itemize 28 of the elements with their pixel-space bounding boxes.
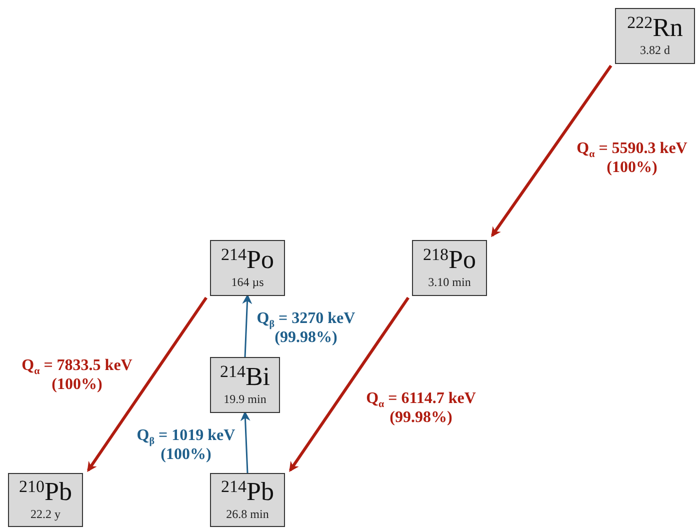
arrow [491, 64, 612, 238]
half-life: 22.2 y [30, 506, 60, 522]
half-life: 3.82 d [640, 42, 670, 58]
edge-label: Q$_{α}$ = 7833.5 keV (100%) [20, 356, 134, 394]
half-life: 26.8 min [226, 506, 269, 522]
arrow [289, 296, 410, 472]
edge-label: Q$_{β}$ = 1019 keV (100%) [136, 426, 236, 464]
arrow [242, 294, 252, 358]
edge-label: Q$_{α}$ = 6114.7 keV (99.98%) [365, 389, 477, 427]
nuclide-symbol: $^{222}$Rn [627, 14, 683, 42]
nuclide-symbol: $^{214}$Pb [221, 478, 274, 506]
half-life: 3.10 min [428, 274, 471, 290]
nuclide-box [8, 473, 83, 527]
half-life: 164 µs [231, 274, 264, 290]
nuclide-box [210, 240, 285, 296]
edge-label: Q$_{β}$ = 3270 keV (99.98%) [256, 309, 356, 347]
nuclide-symbol: $^{214}$Bi [220, 363, 270, 391]
nuclide-box [615, 8, 695, 64]
nuclide-box [412, 240, 487, 296]
arrow [87, 296, 208, 472]
nuclide-box [210, 473, 285, 527]
edge-label: Q$_{α}$ = 5590.3 keV (100%) [576, 139, 688, 177]
nuclide-box [210, 357, 280, 413]
nuclide-symbol: $^{214}$Po [221, 246, 274, 274]
half-life: 19.9 min [224, 391, 266, 407]
nuclide-symbol: $^{218}$Po [423, 246, 476, 274]
nuclide-symbol: $^{210}$Pb [19, 478, 72, 506]
arrow [240, 411, 250, 474]
